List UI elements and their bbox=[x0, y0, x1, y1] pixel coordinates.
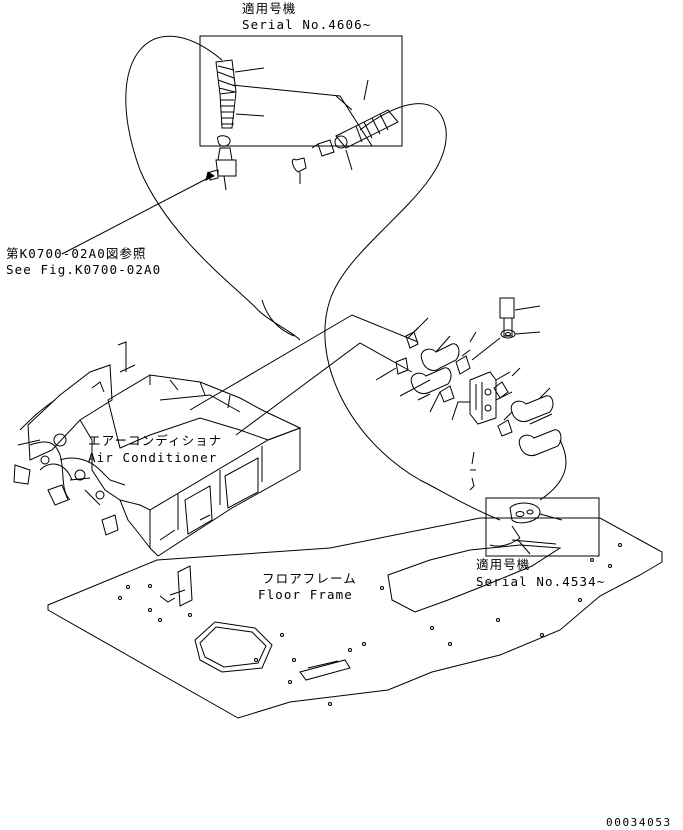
hose-clamp-parts bbox=[189, 297, 567, 501]
figref-en: See Fig.K0700-02A0 bbox=[6, 262, 162, 277]
floor-frame bbox=[47, 517, 663, 719]
aircon-label-en: Air Conditioner bbox=[88, 450, 218, 465]
figref-jp: 第K0700-02A0図参照 bbox=[6, 246, 147, 261]
aircon-label-jp: エアーコンディショナ bbox=[88, 433, 223, 448]
serial-bottom-jp: 適用号機 bbox=[476, 557, 531, 572]
floor-frame-label-en: Floor Frame bbox=[258, 587, 353, 602]
floor-frame-label-jp: フロアフレーム bbox=[262, 571, 357, 586]
serial-top-en: Serial No.4606~ bbox=[242, 17, 372, 32]
serial-4534-detail bbox=[485, 497, 600, 557]
serial-4606-detail bbox=[199, 35, 403, 191]
air-conditioner-unit bbox=[13, 341, 302, 557]
drain-hose bbox=[324, 103, 501, 521]
serial-top-jp: 適用号機 bbox=[242, 1, 297, 16]
drawing-number: 00034053 bbox=[606, 816, 672, 829]
serial-bottom-en: Serial No.4534~ bbox=[476, 574, 606, 589]
figref-leader bbox=[61, 175, 213, 255]
heater-hose bbox=[125, 35, 301, 341]
